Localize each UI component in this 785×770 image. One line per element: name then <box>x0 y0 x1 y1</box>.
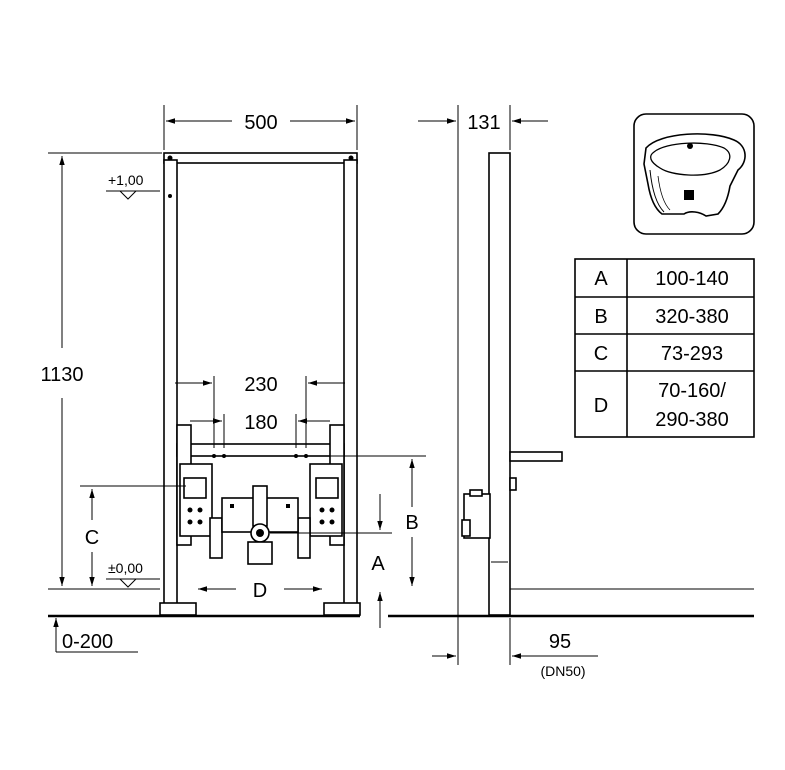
dim-floor-adjust: 0-200 <box>62 631 113 653</box>
table-value-b: 320-380 <box>655 306 728 328</box>
table-key-c: C <box>594 343 608 365</box>
right-bracket <box>297 424 345 559</box>
front-view: 500 1130 +1,00 ±0,00 C 230 180 <box>40 105 426 653</box>
bidet-icon <box>633 113 755 235</box>
dim-b-label: B <box>405 512 418 534</box>
waste-assembly <box>221 485 299 565</box>
table-value-d-line2: 290-380 <box>655 409 728 431</box>
dim-depth-131: 131 <box>467 112 500 134</box>
table-value-c: 73-293 <box>661 343 723 365</box>
table-value-d-line1: 70-160/ <box>658 380 726 402</box>
dim-d-label: D <box>253 580 267 602</box>
dim-width-500: 500 <box>244 112 277 134</box>
dim-spacing-180: 180 <box>244 412 277 434</box>
dim-a-label: A <box>371 553 385 575</box>
table-key-d: D <box>594 395 608 417</box>
side-view: 131 95 (DN50) <box>388 105 754 679</box>
level-plus-one: +1,00 <box>108 172 144 188</box>
table-value-a: 100-140 <box>655 268 728 290</box>
left-bracket <box>176 424 223 559</box>
level-zero: ±0,00 <box>108 560 143 576</box>
dimension-table: A 100-140 B 320-380 C 73-293 D 70-160/ 2… <box>574 258 755 438</box>
dim-wall-95: 95 <box>549 631 571 653</box>
dim-pipe-dn50: (DN50) <box>540 663 585 679</box>
dim-height-1130: 1130 <box>40 364 83 386</box>
dim-c-label: C <box>85 527 99 549</box>
dim-spacing-230: 230 <box>244 374 277 396</box>
table-key-b: B <box>594 306 607 328</box>
table-key-a: A <box>594 268 608 290</box>
